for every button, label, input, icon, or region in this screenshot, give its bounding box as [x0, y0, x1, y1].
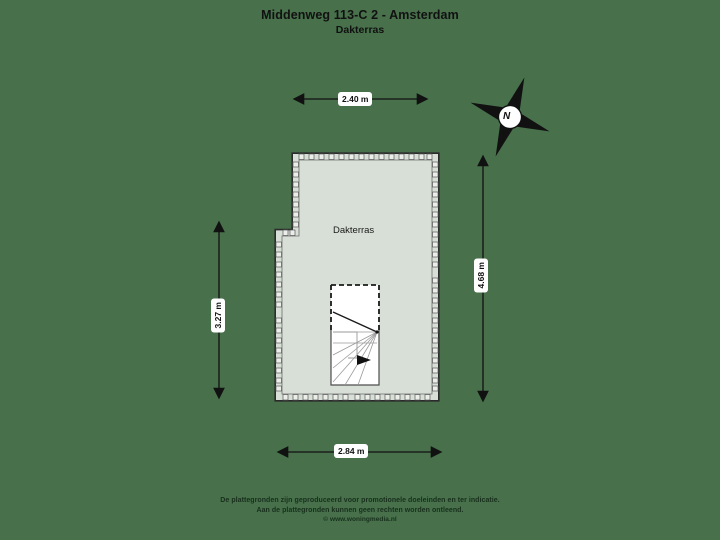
- footer-line-1: De plattegronden zijn geproduceerd voor …: [220, 497, 500, 504]
- balustrade-top: [298, 153, 433, 160]
- stair-direction-arrow: [357, 355, 371, 365]
- staircase: [330, 284, 380, 386]
- floor-slab: [276, 154, 438, 400]
- compass-center-disc: [497, 104, 523, 130]
- balustrade-left-upper: [292, 161, 299, 228]
- stair-cut-line: [332, 311, 378, 333]
- stair-pivot-point: [375, 330, 379, 334]
- stair-box-outline: [330, 330, 380, 386]
- stair-void-dashed-edge: [330, 284, 380, 330]
- compass-north-letter: N: [503, 111, 511, 122]
- dimension-label-bottom: 2.84 m: [334, 444, 369, 458]
- dimension-label-right: 4.68 m: [474, 258, 488, 293]
- room-label-dakterras: Dakterras: [333, 225, 375, 236]
- balustrade-right: [432, 161, 439, 392]
- footer-line-2: Aan de plattegronden kunnen geen rechten…: [256, 506, 464, 514]
- inner-wall-outline: [281, 159, 433, 395]
- balustrade-bottom: [282, 394, 431, 401]
- page-title: Middenweg 113-C 2 - Amsterdam Dakterras: [0, 8, 720, 37]
- outer-wall-outline: [274, 152, 440, 402]
- balustrade-left: [275, 241, 282, 392]
- dimension-label-left: 3.27 m: [211, 298, 225, 333]
- stair-newel: [333, 331, 358, 359]
- footer-disclaimer: De plattegronden zijn geproduceerd voor …: [0, 496, 720, 525]
- dimension-label-top: 2.40 m: [338, 92, 373, 106]
- title-address: Middenweg 113-C 2 - Amsterdam: [261, 8, 459, 22]
- title-floor: Dakterras: [335, 24, 385, 36]
- balustrade-notch: [282, 229, 296, 236]
- footer-line-url: © www.woningmedia.nl: [323, 516, 397, 523]
